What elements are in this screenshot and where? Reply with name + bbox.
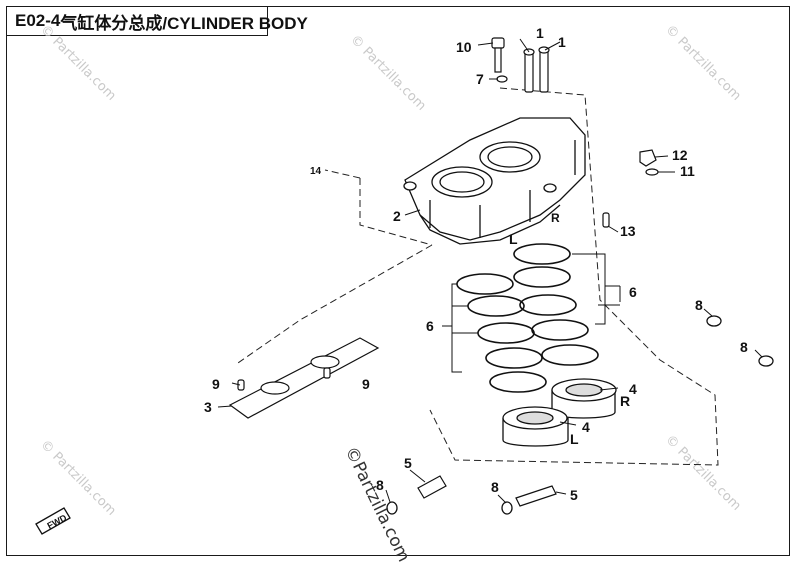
- callout-5: 5: [404, 455, 412, 471]
- callout-1: 1: [558, 34, 566, 50]
- callout-labels: 10 7 1 1 12 11 13 14 2 6 6 8 8 9 9 3 4 4…: [204, 25, 748, 503]
- callout-14: 14: [310, 166, 322, 177]
- side-fittings: [602, 149, 659, 228]
- left-piston-mark: L: [570, 431, 579, 447]
- fwd-arrow-badge: FWD: [35, 507, 71, 535]
- callout-11: 11: [680, 163, 695, 179]
- diagram-name: 气缸体分总成/CYLINDER BODY: [60, 13, 308, 33]
- watermark-text: © Partzilla.com: [662, 432, 744, 514]
- right-cylinder-mark: R: [551, 211, 560, 225]
- cylinder-body: [403, 117, 586, 245]
- pistons: [502, 378, 617, 447]
- circlips: [386, 315, 774, 515]
- assembly-outline: [234, 87, 719, 466]
- callout-8: 8: [740, 339, 748, 355]
- callout-6: 6: [426, 318, 434, 334]
- callout-4: 4: [629, 381, 637, 397]
- callout-4: 4: [582, 419, 590, 435]
- leader-lines: [217, 38, 763, 504]
- watermark-text: © Partzilla.com: [662, 22, 744, 104]
- callout-6: 6: [629, 284, 637, 300]
- callout-8: 8: [376, 477, 384, 493]
- callout-3: 3: [204, 399, 212, 415]
- diagram-code: E02-4: [15, 11, 61, 30]
- left-cylinder-mark: L: [509, 231, 518, 247]
- right-piston-mark: R: [620, 393, 630, 409]
- cylinder-bolts: [491, 37, 550, 93]
- watermark-text: © Partzilla.com: [347, 32, 429, 114]
- callout-13: 13: [620, 223, 636, 239]
- callout-9: 9: [212, 376, 220, 392]
- callout-1: 1: [536, 25, 544, 41]
- callout-2: 2: [393, 208, 401, 224]
- callout-10: 10: [456, 39, 472, 55]
- piston-pins: [417, 475, 557, 507]
- piston-rings: [456, 243, 599, 393]
- callout-12: 12: [672, 147, 688, 163]
- callout-8: 8: [695, 297, 703, 313]
- watermark-layer: © Partzilla.com © Partzilla.com © Partzi…: [37, 22, 744, 519]
- callout-8: 8: [491, 479, 499, 495]
- side-marks: L R R L: [509, 211, 630, 447]
- callout-5: 5: [570, 487, 578, 503]
- ring-bracket-right: [572, 253, 621, 325]
- ring-bracket-left: [442, 283, 478, 373]
- callout-7: 7: [476, 71, 484, 87]
- diagram-frame: [6, 6, 790, 556]
- watermark-text: © Partzilla.com: [37, 437, 119, 519]
- watermark-text: © Partzilla.com: [37, 22, 119, 104]
- callout-9: 9: [362, 376, 370, 392]
- base-gasket: [228, 337, 380, 419]
- center-watermark: ©Partzilla.com: [341, 443, 414, 564]
